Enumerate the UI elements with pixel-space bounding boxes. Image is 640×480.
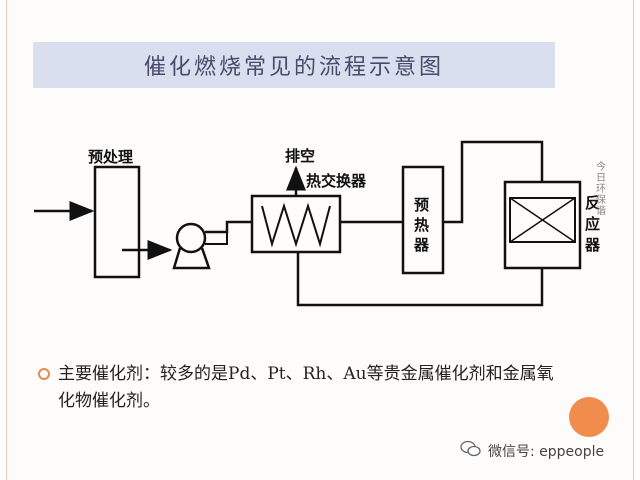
wechat-icon [460, 440, 481, 457]
bullet-icon [38, 368, 50, 380]
watermark-text: 微信号: eppeople [488, 444, 605, 460]
preheater-to-reactor-line [443, 140, 544, 224]
slide-title: 催化燃烧常见的流程示意图 [143, 55, 444, 80]
reactor-cross-2 [509, 197, 576, 243]
title-band: 催化燃烧常见的流程示意图 [33, 42, 555, 88]
preheater-label-2: 热 [414, 216, 429, 234]
reactor-box [503, 180, 582, 270]
reactor-label-1: 反 [585, 194, 600, 212]
pump-icon [172, 220, 252, 270]
reactor-catalyst-bed [509, 197, 576, 243]
return-line [296, 252, 544, 307]
reactor-label-3: 器 [584, 236, 601, 254]
pretreatment-box [93, 165, 141, 279]
reactor-label-2: 应 [585, 215, 600, 233]
heat-exchanger-coil [261, 202, 331, 248]
pretreatment-label: 预处理 [88, 148, 133, 166]
heat-exchanger-label: 热交换器 [306, 172, 367, 190]
catalyst-bullet-text: 主要催化剂：较多的是Pd、Pt、Rh、Au等贵金属催化剂和金属氧化物催化剂。 [58, 364, 554, 411]
preheater-label-1: 预 [414, 196, 429, 214]
preheater-label-3: 器 [413, 236, 430, 254]
exhaust-label: 排空 [285, 147, 315, 165]
side-watermark: 今日环保谐 [596, 162, 606, 217]
decorative-circle-icon [569, 397, 609, 437]
preheater-box [401, 165, 445, 275]
